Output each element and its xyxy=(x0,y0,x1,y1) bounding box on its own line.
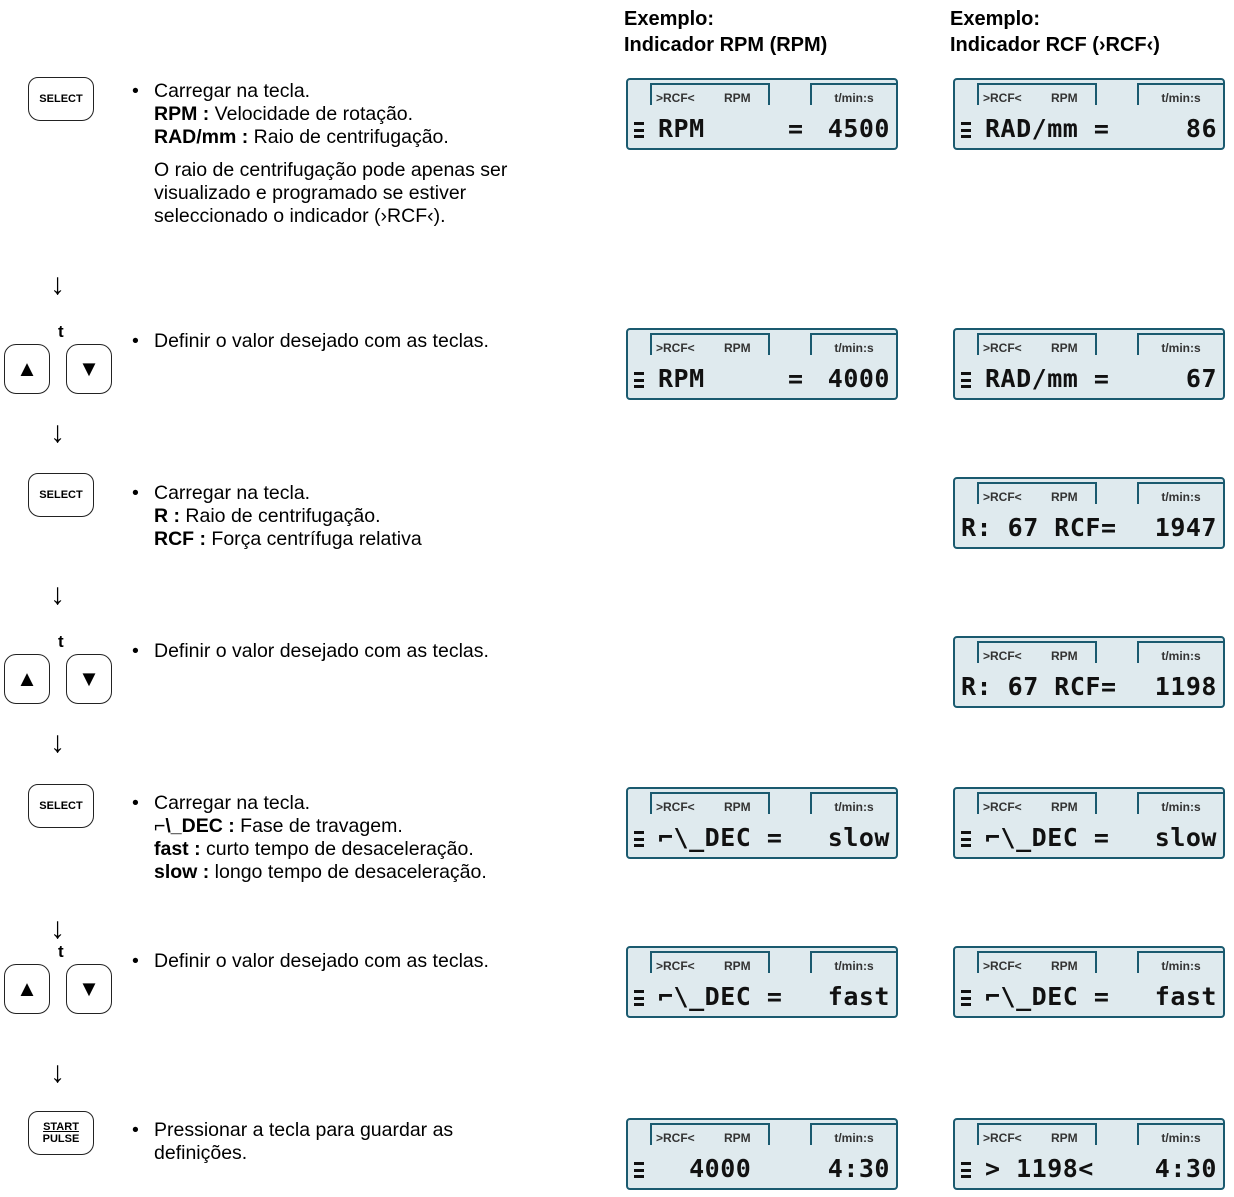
step-2-text: • Definir o valor desejado com as teclas… xyxy=(132,330,489,352)
lcd-glyph-icon xyxy=(634,122,644,138)
up-arrow-key[interactable]: ▲ xyxy=(4,344,50,394)
definition-line: RAD/mm : Raio de centrifugação. xyxy=(154,126,449,148)
triangle-down-icon: ▼ xyxy=(78,356,100,381)
step-7-text: • Pressionar a tecla para guardar as def… xyxy=(132,1119,454,1164)
lcd-glyph-icon xyxy=(634,372,644,388)
column-header-line2: Indicador RPM (RPM) xyxy=(624,34,828,56)
instruction-line: Carregar na tecla. xyxy=(154,80,311,102)
lcd-glyph-icon xyxy=(961,1162,971,1178)
triangle-down-icon: ▼ xyxy=(78,666,100,691)
select-key-label: SELECT xyxy=(39,93,83,105)
step-6-text: • Definir o valor desejado com as teclas… xyxy=(132,950,489,972)
triangle-down-icon: ▼ xyxy=(78,976,100,1001)
flow-arrow-icon: ↓ xyxy=(50,578,65,611)
flow-arrow-icon: ↓ xyxy=(50,726,65,759)
start-key-label: START xyxy=(43,1121,79,1133)
lcd-glyph-icon xyxy=(961,831,971,847)
note-paragraph: O raio de centrifugação pode apenas ser … xyxy=(154,159,508,227)
arrow-keys: t ▲ ▼ xyxy=(0,942,116,1016)
bullet: • xyxy=(132,80,139,102)
down-arrow-key[interactable]: ▼ xyxy=(66,654,112,704)
select-key[interactable]: SELECT xyxy=(28,473,94,517)
lcd-glyph-icon xyxy=(961,122,971,138)
step-1-text: • Carregar na tecla. RPM : Velocidade de… xyxy=(132,80,612,228)
up-arrow-key[interactable]: ▲ xyxy=(4,964,50,1014)
column-header-line1: Exemplo: xyxy=(624,8,715,30)
arrow-keys: t ▲ ▼ xyxy=(0,632,116,706)
column-header-rpm: Exemplo: Indicador RPM (RPM) xyxy=(624,6,827,58)
step-5-text: • Carregar na tecla. ⌐\_DEC : Fase de tr… xyxy=(132,792,487,883)
up-arrow-key[interactable]: ▲ xyxy=(4,654,50,704)
pulse-key-label: PULSE xyxy=(42,1133,80,1145)
arrow-keys: t ▲ ▼ xyxy=(0,322,116,396)
lcd-glyph-icon xyxy=(634,831,644,847)
lcd-glyph-icon xyxy=(961,990,971,1006)
flow-arrow-icon: ↓ xyxy=(50,416,65,449)
step-3-text: • Carregar na tecla. R : Raio de centrif… xyxy=(132,482,422,550)
select-key[interactable]: SELECT xyxy=(28,784,94,828)
triangle-up-icon: ▲ xyxy=(16,976,38,1001)
triangle-up-icon: ▲ xyxy=(16,356,38,381)
lcd-glyph-icon xyxy=(634,990,644,1006)
column-header-line1: Exemplo: xyxy=(950,8,1041,30)
column-header-line2: Indicador RCF (›RCF‹) xyxy=(950,34,1160,56)
flow-arrow-icon: ↓ xyxy=(50,268,65,301)
triangle-up-icon: ▲ xyxy=(16,666,38,691)
down-arrow-key[interactable]: ▼ xyxy=(66,344,112,394)
lcd-glyph-icon xyxy=(634,1162,644,1178)
down-arrow-key[interactable]: ▼ xyxy=(66,964,112,1014)
column-header-rcf: Exemplo: Indicador RCF (›RCF‹) xyxy=(950,6,1160,58)
step-4-text: • Definir o valor desejado com as teclas… xyxy=(132,640,489,662)
flow-arrow-icon: ↓ xyxy=(50,1056,65,1089)
definition-line: RPM : Velocidade de rotação. xyxy=(154,103,414,125)
lcd-glyph-icon xyxy=(961,372,971,388)
start-pulse-key[interactable]: START PULSE xyxy=(28,1111,94,1155)
select-key[interactable]: SELECT xyxy=(28,77,94,121)
flow-arrow-icon: ↓ xyxy=(50,912,65,945)
